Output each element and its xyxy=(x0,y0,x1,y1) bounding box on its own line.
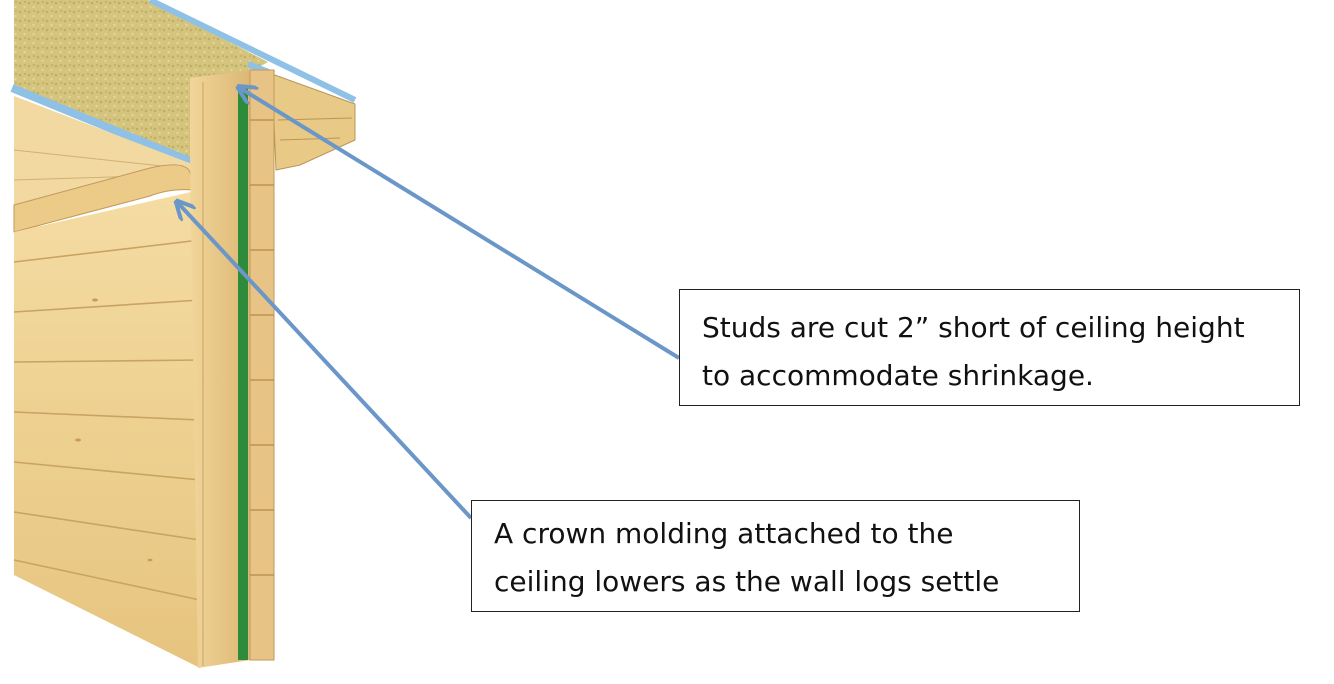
log-end-seams xyxy=(250,119,274,576)
roof-edge-left xyxy=(10,84,194,166)
green-spline xyxy=(238,85,248,660)
roof-insulation xyxy=(14,0,268,160)
crown-arrow xyxy=(178,203,473,520)
vertical-stud xyxy=(190,70,250,668)
crown-callout-line-1: A crown molding attached to the xyxy=(494,517,954,550)
eave-rafters xyxy=(271,73,356,171)
studs-callout-line-2: to accommodate shrinkage. xyxy=(702,359,1094,392)
crown-callout-line-2: ceiling lowers as the wall logs settle xyxy=(494,565,1000,598)
log-ends xyxy=(249,69,275,661)
crown-molding-callout: A crown molding attached to the ceiling … xyxy=(471,500,1080,612)
studs-callout: Studs are cut 2” short of ceiling height… xyxy=(679,289,1300,406)
wall-logs xyxy=(14,190,200,668)
log-seams xyxy=(13,239,201,601)
wood-knots xyxy=(75,298,153,562)
roof-edge-top xyxy=(148,0,357,103)
studs-callout-line-1: Studs are cut 2” short of ceiling height xyxy=(702,311,1245,344)
studs-arrow xyxy=(240,88,681,360)
